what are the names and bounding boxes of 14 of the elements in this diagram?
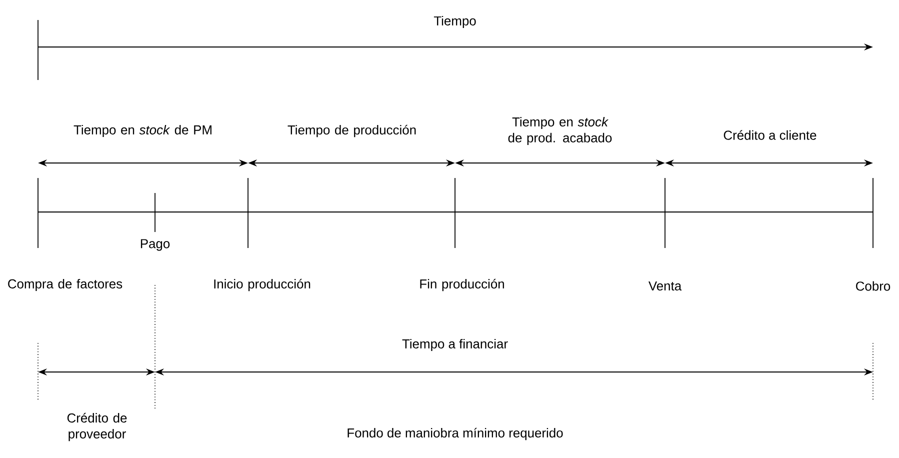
interval-label: Tiempo a financiar: [402, 338, 508, 352]
time-label: Tiempo: [434, 16, 476, 28]
interval-label: Tiempo en stock de PM: [74, 124, 212, 138]
interval-label: Tiempo de producción: [288, 124, 416, 138]
event-label: Inicio producción: [214, 278, 310, 292]
interval-label: Crédito de proveedor: [67, 412, 127, 442]
interval-label: Crédito a cliente: [724, 130, 816, 140]
event-label: Cobro: [856, 281, 890, 291]
event-label: Fin producción: [420, 278, 504, 292]
interval-label: Tiempo en stock de prod. acabado: [508, 116, 612, 145]
event-label: Venta: [648, 281, 682, 290]
event-label: Compra de factores: [8, 278, 122, 292]
caption-label: Fondo de maniobra mínimo requerido: [348, 428, 563, 440]
event-label: Pago: [140, 239, 170, 251]
